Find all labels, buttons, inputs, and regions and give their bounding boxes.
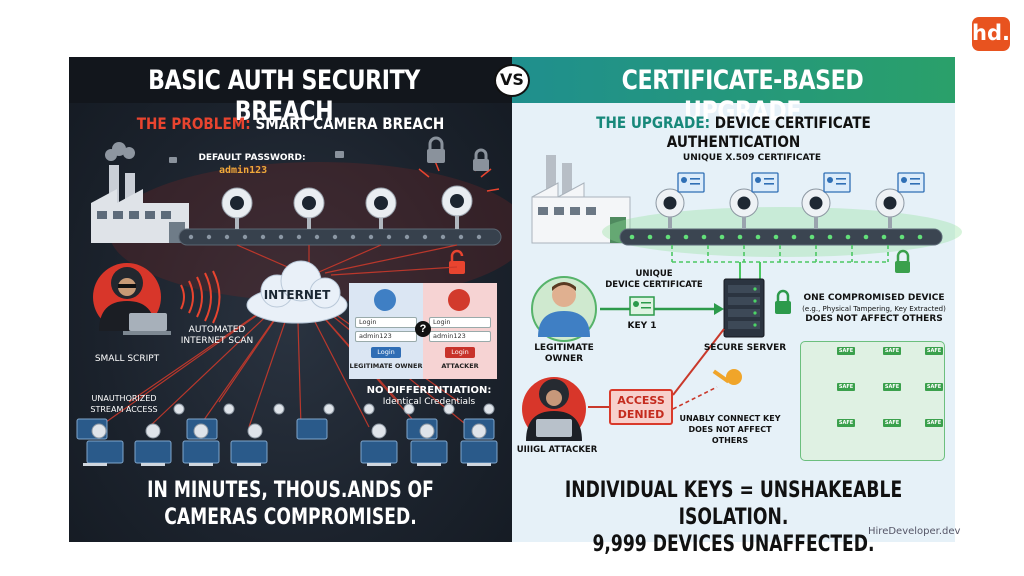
x509-certificate-label: UNIQUE X.509 CERTIFICATE <box>682 153 822 163</box>
hacker-icon <box>93 263 171 335</box>
access-denied-badge: ACCESS DENIED <box>609 389 673 425</box>
attacker-label: UIIIGL ATTACKER <box>516 445 598 455</box>
login-button: Login <box>371 347 401 358</box>
internet-label: INTERNET <box>263 288 331 302</box>
password-field: admin123 <box>355 331 417 342</box>
safe-tag: SAFE <box>837 347 855 355</box>
automated-scan-label: AUTOMATED INTERNET SCAN <box>180 325 254 346</box>
lock-icon <box>895 249 910 273</box>
secure-server-label: SECURE SERVER <box>703 343 787 353</box>
left-illustration <box>76 136 529 466</box>
lock-icon <box>775 289 791 314</box>
brand-logo: hd. <box>972 17 1010 51</box>
owner-avatar-icon <box>531 276 597 342</box>
safe-tag: SAFE <box>837 383 855 391</box>
safe-tag: SAFE <box>883 383 901 391</box>
factory-icon <box>531 155 631 244</box>
right-header <box>512 57 955 103</box>
lock-icon <box>169 136 489 171</box>
vs-badge: VS <box>494 64 530 97</box>
safe-devices-grid: SAFE SAFE SAFE SAFE SAFE SAFE SAFE SAFE … <box>800 341 945 461</box>
question-mark-icon: ? <box>415 321 431 337</box>
compromised-device-tail: DOES NOT AFFECT OTHERS <box>805 314 943 324</box>
right-title: CERTIFICATE-BASED UPGRADE <box>621 65 864 127</box>
left-panel: BASIC AUTH SECURITY BREACH THE PROBLEM: … <box>69 57 529 542</box>
default-password-value: admin123 <box>219 165 268 176</box>
password-field: admin123 <box>429 331 491 342</box>
safe-tag: SAFE <box>883 419 901 427</box>
legit-owner-login: Login admin123 Login LEGITIMATE OWNER <box>349 283 423 379</box>
safe-tag: SAFE <box>925 347 943 355</box>
cloud-icon <box>246 260 348 324</box>
compromised-device-detail: (e.g., Physical Tampering, Key Extracted… <box>802 305 946 313</box>
left-title: BASIC AUTH SECURITY BREACH <box>148 65 420 127</box>
login-field: Login <box>429 317 491 328</box>
monitor-icon <box>76 418 498 466</box>
credential-comparison: Login admin123 Login LEGITIMATE OWNER Lo… <box>349 283 497 379</box>
left-subtitle: THE PROBLEM: SMART CAMERA BREACH <box>136 114 445 133</box>
attacker-login: Login admin123 Login ATTACKER <box>423 283 497 379</box>
legit-owner-label: LEGITIMATE OWNER <box>349 362 423 370</box>
unique-device-certificate-label: UNIQUE DEVICE CERTIFICATE <box>605 269 703 290</box>
right-illustration <box>522 155 962 449</box>
key1-label: KEY 1 <box>627 321 657 331</box>
user-avatar-icon <box>374 289 396 311</box>
compromised-device-title: ONE COMPROMISED DEVICE <box>803 293 945 303</box>
camera-icon <box>91 403 495 439</box>
factory-icon <box>91 142 189 243</box>
right-subtitle: THE UPGRADE: DEVICE CERTIFICATE AUTHENTI… <box>596 113 871 151</box>
right-panel: CERTIFICATE-BASED UPGRADE THE UPGRADE: D… <box>512 57 962 557</box>
unably-connect-key-label: UNABLY CONNECT KEY DOES NOT AFFECT OTHER… <box>679 414 781 445</box>
watermark: HireDeveloper.dev <box>868 526 961 537</box>
unauthorized-label: UNAUTHORIZED STREAM ACCESS <box>90 394 158 414</box>
server-icon <box>723 278 765 338</box>
attacker-label: ATTACKER <box>441 362 479 370</box>
no-differentiation-title: NO DIFFERENTIATION: <box>366 385 492 396</box>
right-conclusion: INDIVIDUAL KEYS = UNSHAKEABLE ISOLATION.… <box>564 478 903 557</box>
safe-tag: SAFE <box>925 383 943 391</box>
safe-tag: SAFE <box>925 419 943 427</box>
safe-tag: SAFE <box>883 347 901 355</box>
left-conclusion: IN MINUTES, THOUS.ANDS OF CAMERAS COMPRO… <box>147 478 434 530</box>
attacker-avatar-icon <box>448 289 470 311</box>
default-password-label: DEFAULT PASSWORD: <box>198 153 306 163</box>
attacker-icon <box>522 377 586 441</box>
legitimate-owner-label: LEGITIMATE OWNER <box>534 343 594 364</box>
small-script-label: SMALL SCRIPT <box>94 354 160 364</box>
login-button: Login <box>445 347 475 358</box>
certificate-icon <box>629 296 655 316</box>
left-header <box>69 57 512 103</box>
safe-tag: SAFE <box>837 419 855 427</box>
infographic: BASIC AUTH SECURITY BREACH THE PROBLEM: … <box>69 57 962 557</box>
identical-credentials-text: Identical Credentials <box>382 397 476 407</box>
key-icon <box>712 369 742 385</box>
login-field: Login <box>355 317 417 328</box>
